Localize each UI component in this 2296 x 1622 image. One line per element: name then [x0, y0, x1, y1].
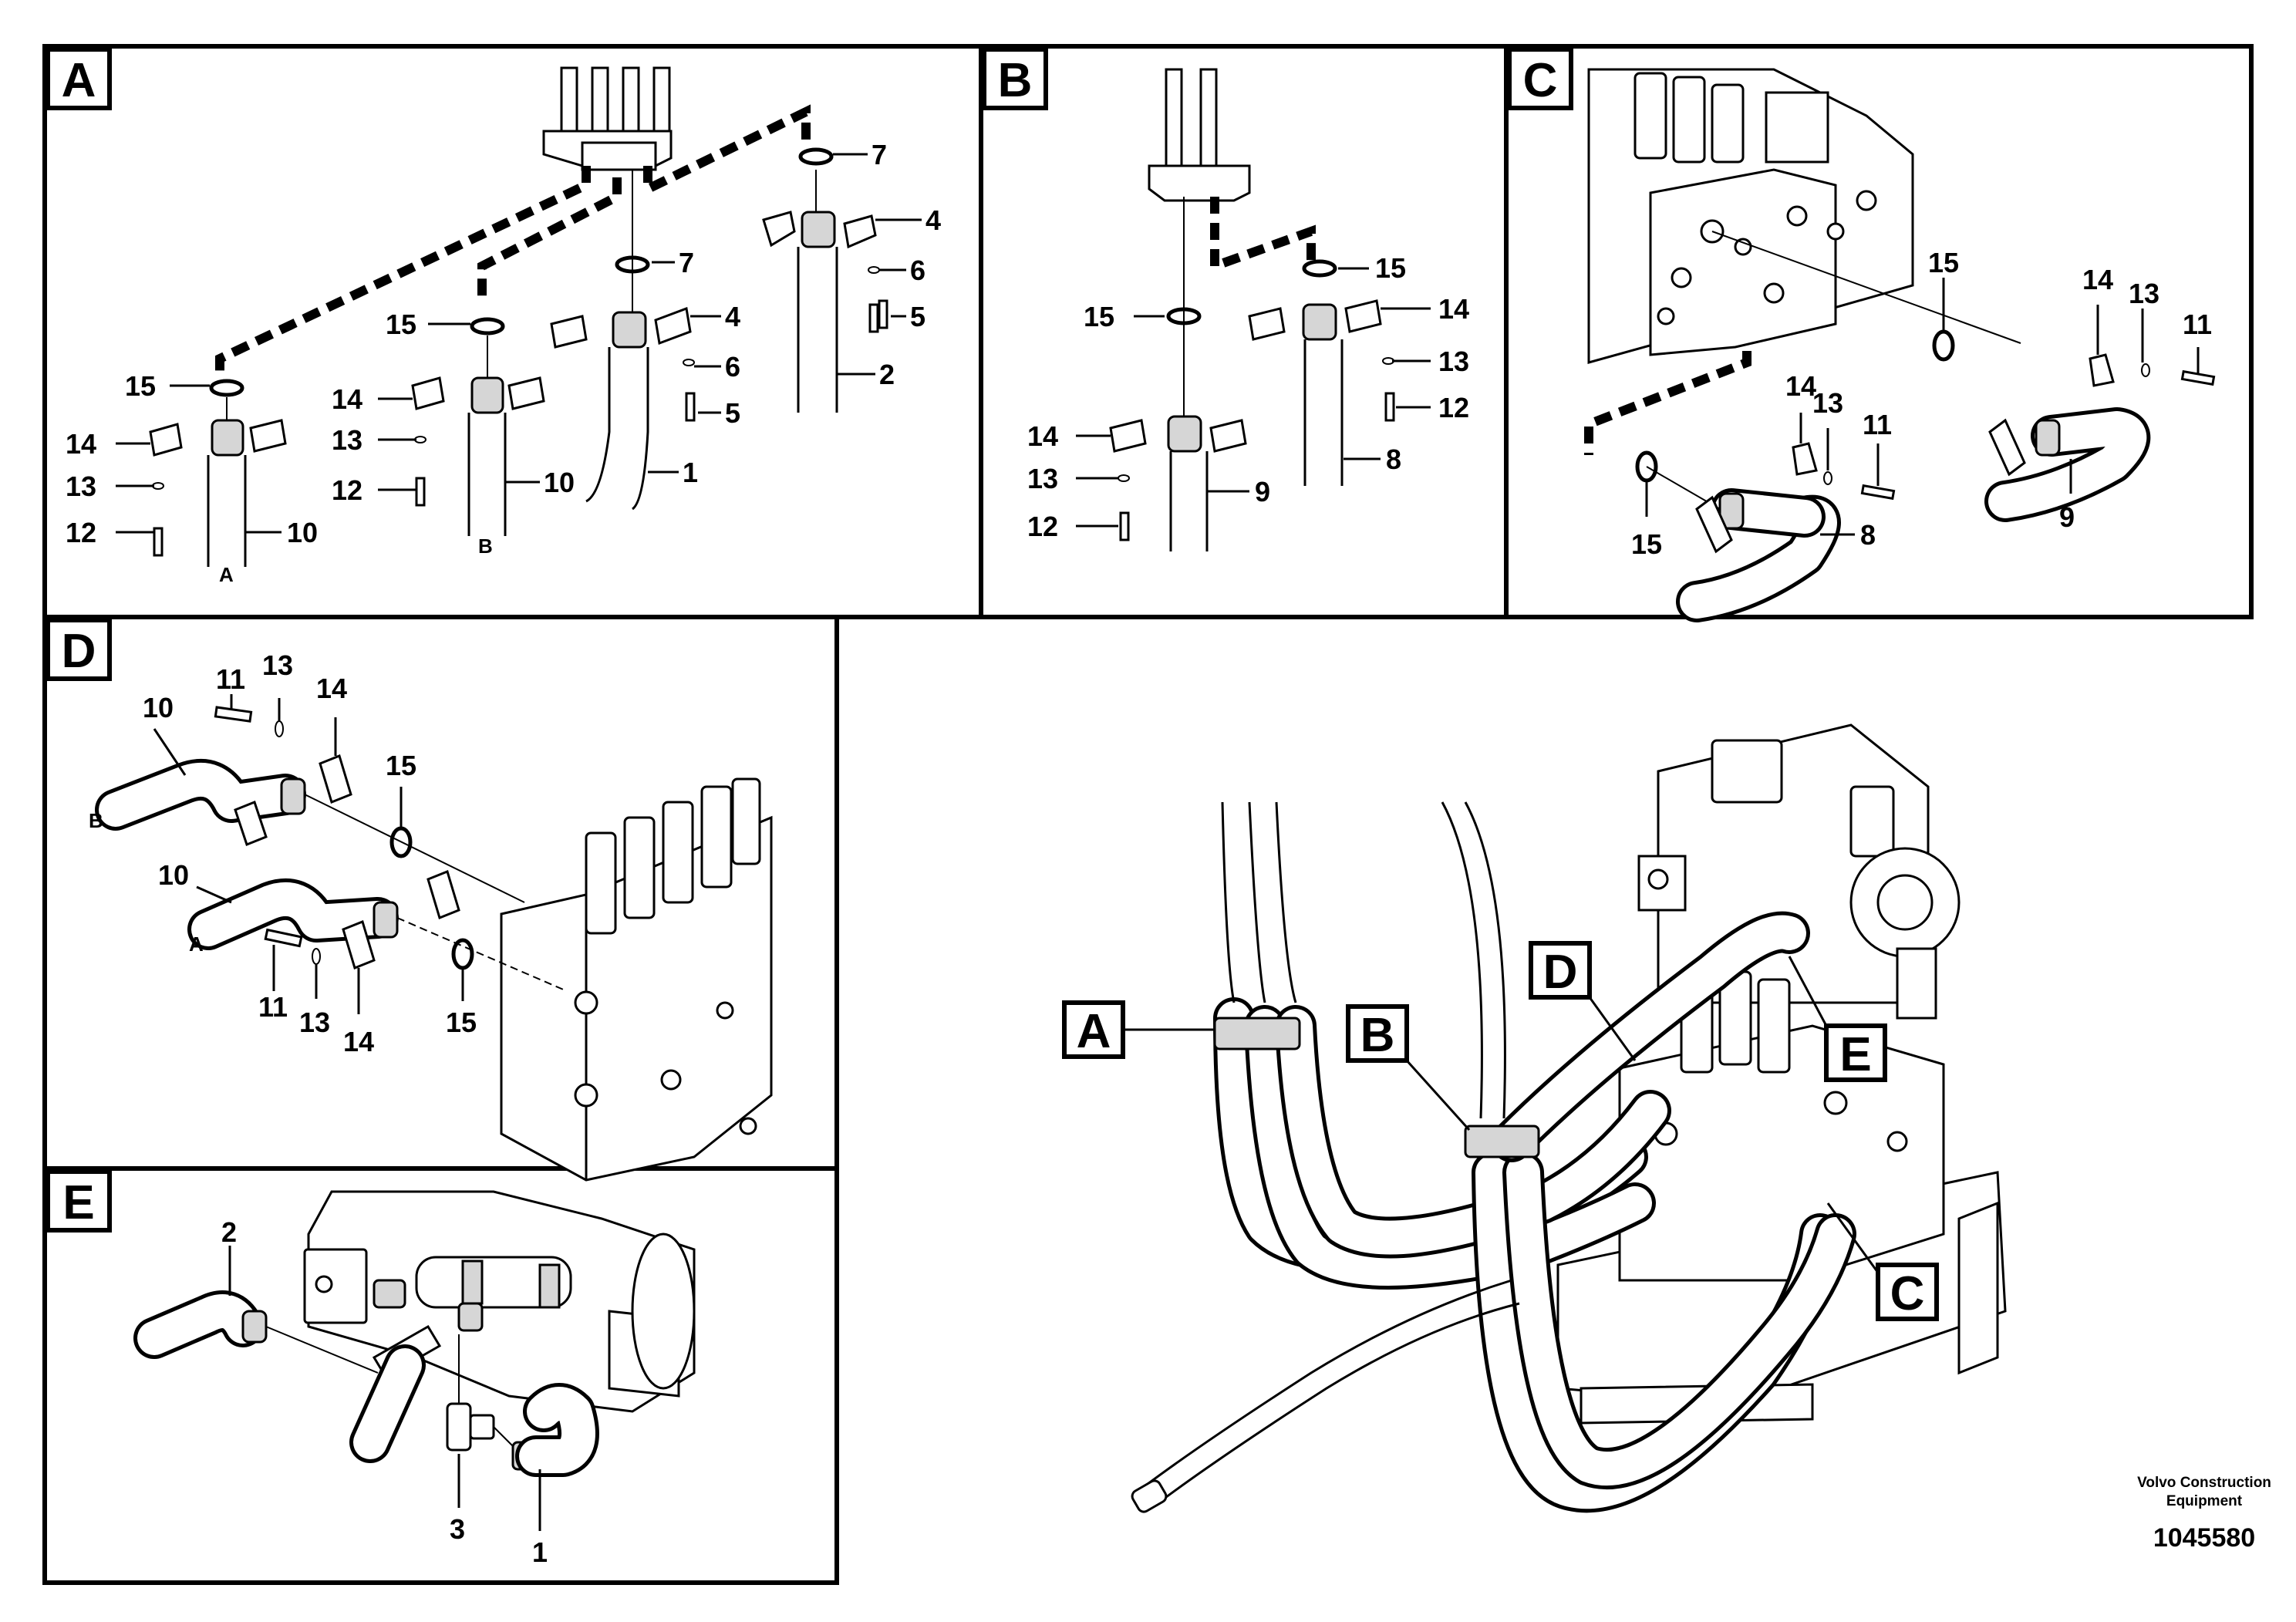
callout-d-14a: 14	[316, 673, 347, 704]
callout-a-14a: 14	[332, 383, 362, 415]
callout-b-15b: 15	[1084, 301, 1114, 332]
callout-d-10a: 10	[143, 692, 174, 723]
overview-pointer-b: B	[1346, 1004, 1471, 1131]
callout-b-13a: 13	[1438, 346, 1469, 377]
panel-c-drawing: 15 14 13 11 14 13 11 15 8 9	[1584, 68, 2216, 622]
panel-a-frame	[42, 44, 983, 619]
callout-a-7b: 7	[679, 247, 694, 278]
callout-d-13a: 13	[262, 649, 293, 681]
callout-e-2: 2	[221, 1216, 237, 1248]
callout-c-13b: 13	[1812, 387, 1843, 419]
callout-c-8: 8	[1860, 519, 1876, 551]
callout-a-5a: 5	[910, 301, 925, 332]
callout-b-14b: 14	[1027, 420, 1058, 452]
callout-a-5b: 5	[725, 397, 740, 429]
manufacturer-line-2: Equipment	[2166, 1493, 2243, 1509]
panel-a-label: A	[62, 54, 96, 107]
callout-a-12b: 12	[66, 517, 96, 548]
overview-label-e: E	[1839, 1028, 1871, 1081]
callout-a-10b: 10	[287, 517, 318, 548]
callout-c-14b: 14	[1785, 370, 1816, 402]
callout-a-6a: 6	[910, 255, 925, 286]
callout-a-13b: 13	[66, 470, 96, 502]
panel-a-drawing: 7 7 4 6 5 4 6 5 15 15 14 13 12 14 13 12 …	[66, 66, 941, 586]
callout-a-13a: 13	[332, 424, 362, 456]
callout-d-11b: 11	[258, 991, 288, 1023]
panel-d-label: D	[62, 625, 96, 678]
panel-e-label: E	[62, 1176, 94, 1229]
callout-e-1: 1	[532, 1536, 548, 1568]
callout-a-7a: 7	[872, 139, 887, 170]
callout-a-4a: 4	[925, 204, 941, 236]
panel-b-badge: B	[982, 47, 1048, 110]
callout-d-14b: 14	[343, 1026, 374, 1057]
callout-a-6b: 6	[725, 351, 740, 383]
panel-b-frame	[979, 44, 1509, 619]
callout-a-15a: 15	[386, 309, 416, 340]
document-number: 1045580	[2153, 1523, 2255, 1553]
callout-a-15b: 15	[125, 370, 156, 402]
callout-b-8: 8	[1386, 443, 1401, 475]
callout-d-13b: 13	[299, 1007, 330, 1038]
panel-c-label: C	[1523, 54, 1558, 107]
callout-a-2: 2	[879, 359, 895, 390]
callout-c-15b: 15	[1631, 528, 1662, 560]
overview-label-a: A	[1077, 1005, 1111, 1058]
callout-a-14b: 14	[66, 428, 96, 460]
callout-c-9: 9	[2059, 501, 2075, 533]
callout-b-12b: 12	[1027, 511, 1058, 542]
hose-end-b: B	[478, 534, 493, 558]
callout-b-9: 9	[1255, 476, 1270, 508]
overview-pointer-c: C	[1826, 1202, 1939, 1321]
hose-end-a-d: A	[189, 932, 204, 956]
panel-a-badge: A	[46, 47, 112, 110]
panel-c-badge: C	[1507, 47, 1573, 110]
manufacturer-line-1: Volvo Construction	[2137, 1475, 2271, 1491]
overview-label-b: B	[1360, 1009, 1395, 1062]
panel-e-drawing: 2 3 1	[133, 1190, 696, 1568]
callout-c-11a: 11	[2183, 309, 2212, 340]
callout-c-11b: 11	[1863, 409, 1892, 440]
overview-label-d: D	[1543, 946, 1578, 999]
panel-d-drawing: 11 13 14 10 15 10 11 13 14 15 B A	[89, 649, 773, 1182]
panel-d-badge: D	[46, 618, 112, 681]
callout-d-15a: 15	[386, 750, 416, 781]
callout-c-14a: 14	[2082, 264, 2113, 295]
overview-pointer-d: D	[1529, 941, 1637, 1061]
callout-a-10a: 10	[544, 467, 575, 498]
panel-e-frame	[42, 1166, 839, 1585]
panel-b-drawing: 15 15 14 13 12 14 13 12 8 9	[1027, 68, 1469, 551]
callout-b-14a: 14	[1438, 293, 1469, 325]
hose-end-b-d: B	[89, 809, 103, 832]
callout-a-12a: 12	[332, 474, 362, 506]
callout-e-3: 3	[450, 1513, 465, 1545]
panel-b-label: B	[998, 54, 1033, 107]
callout-b-12a: 12	[1438, 392, 1469, 423]
overview-drawing	[1131, 723, 2007, 1513]
overview-pointer-a: A	[1062, 1000, 1215, 1059]
callout-b-13b: 13	[1027, 463, 1058, 494]
callout-a-1: 1	[683, 457, 698, 488]
hose-end-a: A	[219, 563, 234, 586]
panel-c-frame	[1504, 44, 2254, 619]
callout-d-11a: 11	[216, 663, 245, 695]
callout-d-15b: 15	[446, 1007, 477, 1038]
overview-label-c: C	[1890, 1267, 1925, 1320]
callout-b-15a: 15	[1375, 252, 1406, 284]
panel-e-badge: E	[46, 1169, 112, 1233]
callout-a-4b: 4	[725, 301, 740, 332]
callout-c-13a: 13	[2129, 278, 2159, 309]
overview-pointer-e: E	[1788, 956, 1887, 1082]
callout-d-10b: 10	[158, 859, 189, 891]
callout-c-15a: 15	[1928, 247, 1959, 278]
